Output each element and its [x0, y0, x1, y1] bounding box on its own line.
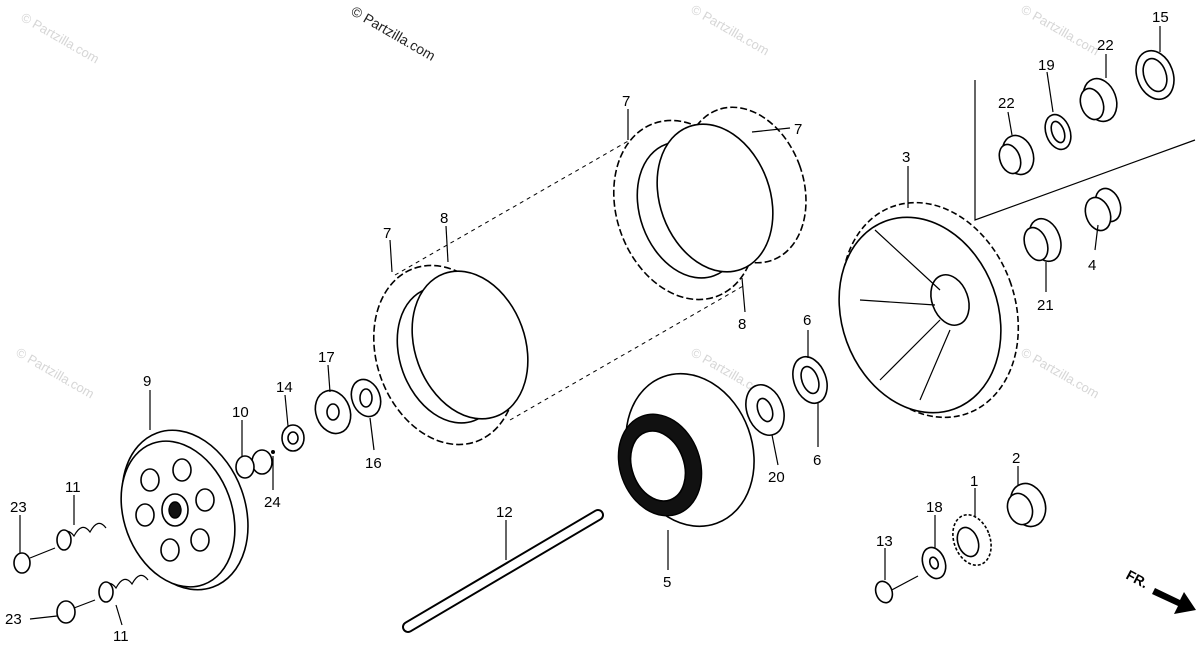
callout-20: 20	[768, 469, 785, 486]
callout-23: 23	[5, 611, 22, 628]
part-4-collar	[1084, 187, 1122, 232]
part-1-gear	[952, 514, 992, 566]
callout-10: 10	[232, 404, 249, 421]
assembly-line	[394, 139, 631, 276]
part-19-washer	[1044, 113, 1072, 151]
part-20-washer	[745, 384, 785, 436]
callout-7: 7	[794, 121, 802, 138]
part-22-needle-bearing	[1079, 77, 1118, 123]
callout-22: 22	[1097, 37, 1114, 54]
part-16-washer	[350, 378, 382, 418]
callout-3: 3	[902, 149, 910, 166]
part-8-clutch-plate	[656, 123, 774, 273]
watermark: © Partzilla.com	[1019, 345, 1102, 402]
callout-23: 23	[10, 499, 27, 516]
callout-1: 1	[970, 473, 978, 490]
part-12-lifter-rod	[402, 509, 604, 633]
leader-lines	[19, 26, 1161, 626]
part-17-lock-washer	[314, 389, 352, 435]
callout-6: 6	[813, 452, 821, 469]
callout-24: 24	[264, 494, 281, 511]
callout-11: 11	[113, 628, 129, 645]
front-label: FR.	[1124, 567, 1151, 592]
part-23-bolt	[56, 599, 96, 624]
callout-4: 4	[1088, 257, 1096, 274]
callout-8: 8	[440, 210, 448, 227]
part-14-nut	[281, 424, 305, 452]
part-3-clutch-outer	[838, 201, 1020, 419]
bearing-group-bracket	[974, 80, 1196, 221]
part-22-needle-bearing	[998, 134, 1035, 176]
part-5-clutch-center	[617, 372, 755, 528]
callout-22: 22	[998, 95, 1015, 112]
callout-15: 15	[1152, 9, 1169, 26]
callout-21: 21	[1037, 297, 1054, 314]
callout-14: 14	[276, 379, 293, 396]
callout-labels: 15 22 19 22 3 4 21 7 7 7 8 8 6 6 20 2 1 …	[5, 9, 1169, 645]
watermark: © Partzilla.com	[689, 2, 772, 59]
callout-6: 6	[803, 312, 811, 329]
callout-12: 12	[496, 504, 513, 521]
part-13-bolt	[874, 575, 919, 604]
part-8-clutch-plate	[411, 270, 529, 420]
part-6-lock-washer	[792, 355, 828, 405]
callout-18: 18	[926, 499, 943, 516]
callout-5: 5	[663, 574, 671, 591]
part-11-spring	[98, 574, 149, 603]
front-arrow-icon	[1152, 588, 1196, 614]
callout-7: 7	[622, 93, 630, 110]
watermark: © Partzilla.com	[1019, 2, 1102, 59]
copyright-text: © Partzilla.com	[349, 3, 439, 64]
part-21-needle-bearing	[1023, 217, 1062, 263]
callout-8: 8	[738, 316, 746, 333]
watermark: © Partzilla.com	[14, 345, 97, 402]
callout-19: 19	[1038, 57, 1055, 74]
callout-11: 11	[65, 479, 81, 496]
part-10-bearing	[235, 449, 273, 479]
callout-2: 2	[1012, 450, 1020, 467]
front-direction-indicator: FR.	[1124, 567, 1196, 614]
callout-13: 13	[876, 533, 893, 550]
part-24-ball	[271, 450, 275, 454]
part-9-pressure-plate	[120, 429, 249, 591]
callout-9: 9	[143, 373, 151, 390]
part-23-bolt	[13, 547, 56, 574]
watermark: © Partzilla.com	[19, 10, 102, 67]
part-2-bearing	[1006, 482, 1047, 528]
part-15-oil-seal	[1135, 49, 1175, 101]
callout-16: 16	[365, 455, 382, 472]
callout-7: 7	[383, 225, 391, 242]
part-18-washer	[921, 546, 947, 580]
part-11-spring	[56, 522, 107, 551]
callout-17: 17	[318, 349, 335, 366]
assembly-line	[509, 284, 746, 421]
